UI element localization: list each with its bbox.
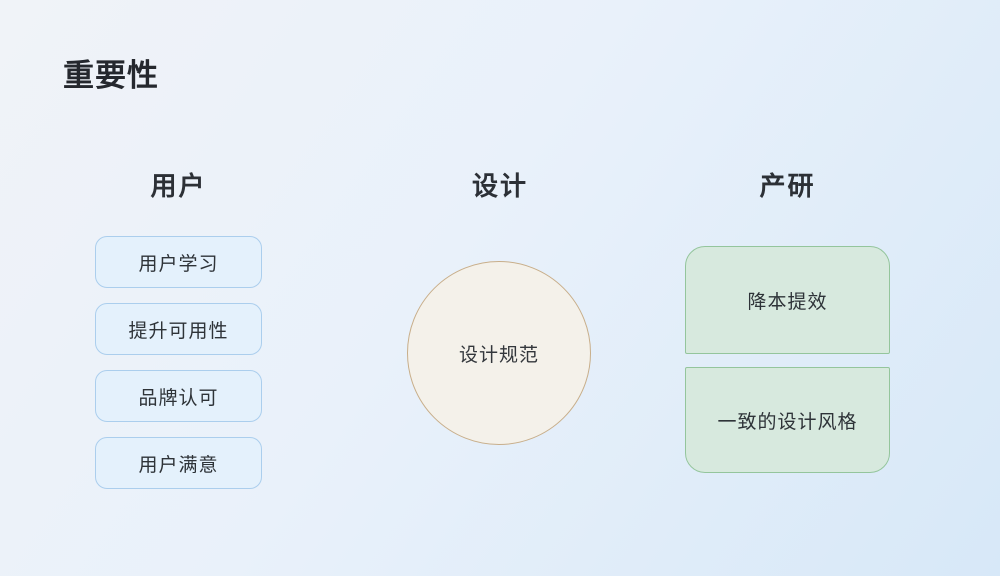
user-item-box: 提升可用性 <box>95 303 262 355</box>
design-spec-circle: 设计规范 <box>407 261 591 445</box>
product-rd-item-box: 降本提效 <box>685 246 890 354</box>
column-header-design: 设计 <box>471 171 528 201</box>
column-header-user: 用户 <box>150 171 207 201</box>
user-item-box: 品牌认可 <box>95 370 262 422</box>
user-item-box: 用户学习 <box>95 236 262 288</box>
user-item-box: 用户满意 <box>95 437 262 489</box>
page-title: 重要性 <box>63 58 159 93</box>
product-rd-item-box: 一致的设计风格 <box>685 367 890 473</box>
column-header-product-rd: 产研 <box>759 171 816 201</box>
